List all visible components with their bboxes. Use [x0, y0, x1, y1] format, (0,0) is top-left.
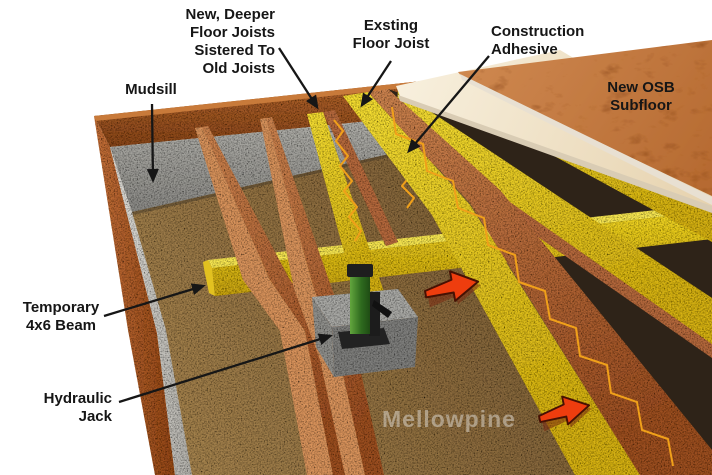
hydraulic-jack: [338, 264, 392, 349]
pointer-arrow-beam: [103, 283, 206, 318]
jack-pump-cylinder: [369, 292, 380, 336]
new-joist-band: [343, 92, 640, 475]
jack-saddle-cap: [347, 264, 373, 277]
pointer-arrow-adhesive: [407, 55, 490, 154]
mudsill-rim-top-edge: [94, 77, 460, 121]
plywood-top-face: [396, 50, 712, 212]
existing-joist-1: [195, 126, 352, 475]
watermark-text: Mellowpine: [382, 406, 516, 432]
new-joist-board: [307, 110, 398, 301]
label-mudsill: Mudsill: [125, 81, 177, 98]
osb-panel: [458, 40, 712, 205]
joist-top-face: [195, 127, 333, 475]
pointer-arrow-jack: [118, 333, 333, 404]
pointer-arrow-existing-joist: [360, 60, 392, 108]
existing-subfloor-panel: [396, 50, 712, 213]
joist-side-face: [202, 126, 352, 475]
beam-end-face: [203, 260, 215, 296]
new-joist-face: [307, 112, 385, 301]
sistered-pair-front: [343, 89, 712, 475]
jack-ram-column: [350, 274, 370, 334]
plywood-edge-strip: [398, 95, 712, 213]
left-wall-wood-band: [94, 116, 175, 475]
label-new-joists: New, Deeper Floor Joists Sistered To Old…: [185, 6, 275, 77]
pointer-arrow-mudsill: [146, 103, 159, 183]
osb-edge-strip: [460, 74, 712, 205]
pointer-arrows: [103, 47, 490, 404]
label-new-osb-subfloor: New OSB Subfloor: [607, 79, 675, 114]
label-existing-joist: Exsting Floor Joist: [352, 17, 430, 52]
label-temporary-beam: Temporary 4x6 Beam: [22, 299, 100, 334]
red-arrow-2-icon: [538, 395, 592, 432]
pointer-arrow-new-joists: [278, 47, 319, 110]
red-arrow-1-icon: [424, 270, 481, 308]
left-wall-concrete-strip: [110, 147, 192, 475]
jack-handle: [372, 300, 392, 318]
ledge-shadow-line: [132, 138, 460, 215]
joist-top-face: [260, 118, 365, 475]
osb-top-face: [458, 40, 712, 196]
adhesive-bead: [333, 119, 362, 242]
old-joist-sliver: [323, 110, 398, 246]
new-joist-band: [396, 90, 712, 344]
label-construction-adhesive: Construction Adhesive: [491, 23, 585, 58]
adhesive-bead: [391, 106, 674, 467]
label-hydraulic-jack: Hydraulic Jack: [43, 390, 112, 425]
